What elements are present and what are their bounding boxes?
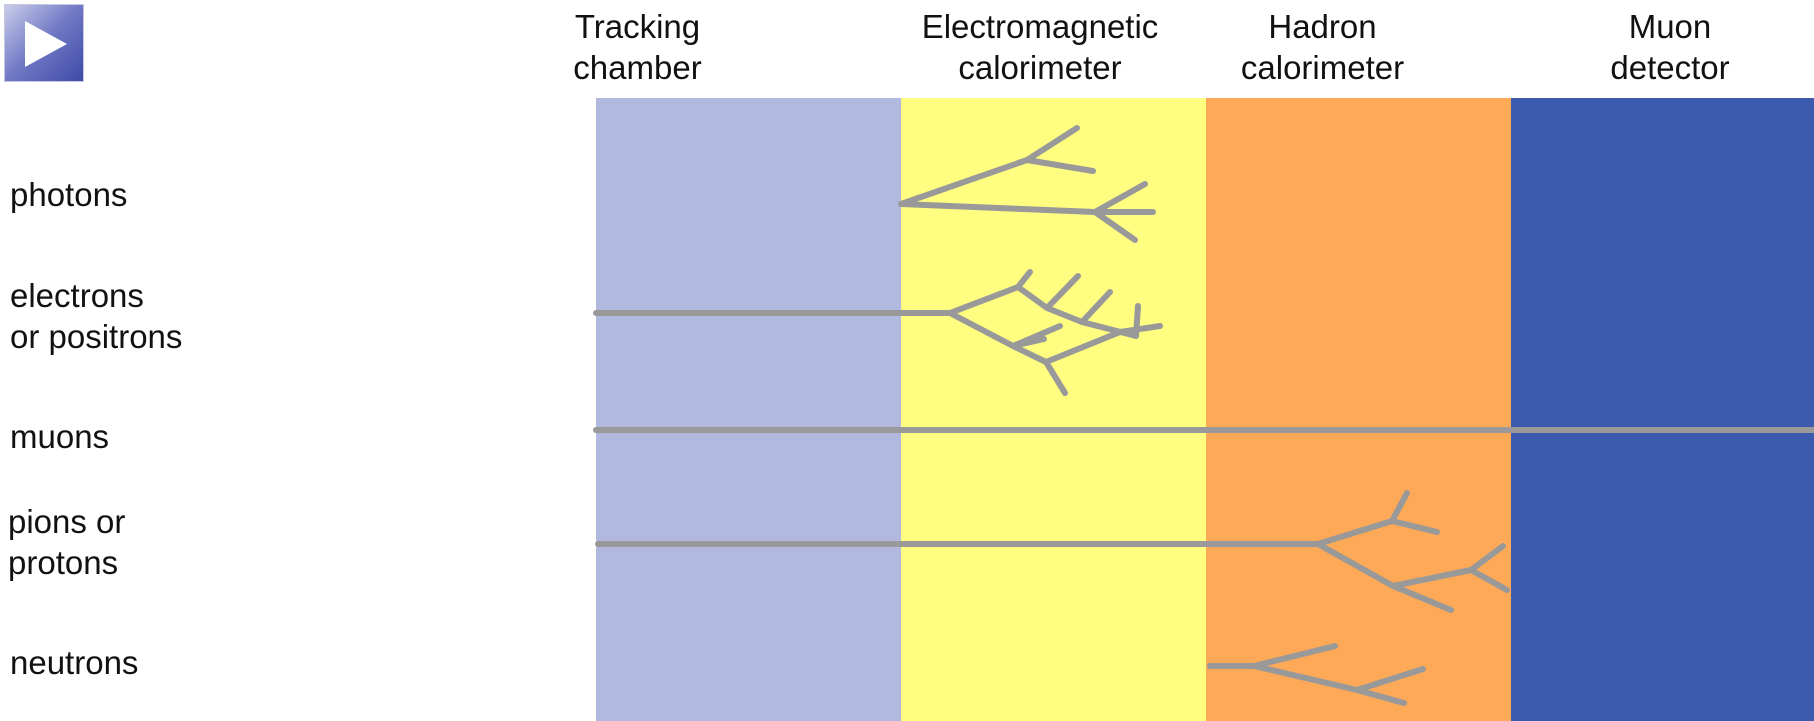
row-label-pions: pions or protons: [8, 503, 126, 581]
column-header-electromagnetic-calorimeter: Electromagnetic calorimeter: [921, 8, 1159, 86]
muon-detector-layer: [1511, 98, 1814, 721]
hadron-calorimeter-layer: [1206, 98, 1511, 721]
play-button[interactable]: [4, 4, 84, 82]
row-label-electrons: electrons or positrons: [10, 277, 183, 355]
row-label-muons: muons: [10, 418, 110, 455]
play-icon: [25, 21, 67, 67]
column-header-tracking-chamber: Tracking chamber: [573, 8, 702, 86]
row-label-neutrons: neutrons: [10, 644, 139, 681]
column-header-hadron-calorimeter: Hadron calorimeter: [1240, 8, 1405, 86]
column-header-muon-detector: Muon detector: [1610, 8, 1730, 86]
tracking-chamber-layer: [596, 98, 901, 721]
electromagnetic-calorimeter-layer: [901, 98, 1206, 721]
row-label-photons: photons: [10, 176, 128, 213]
